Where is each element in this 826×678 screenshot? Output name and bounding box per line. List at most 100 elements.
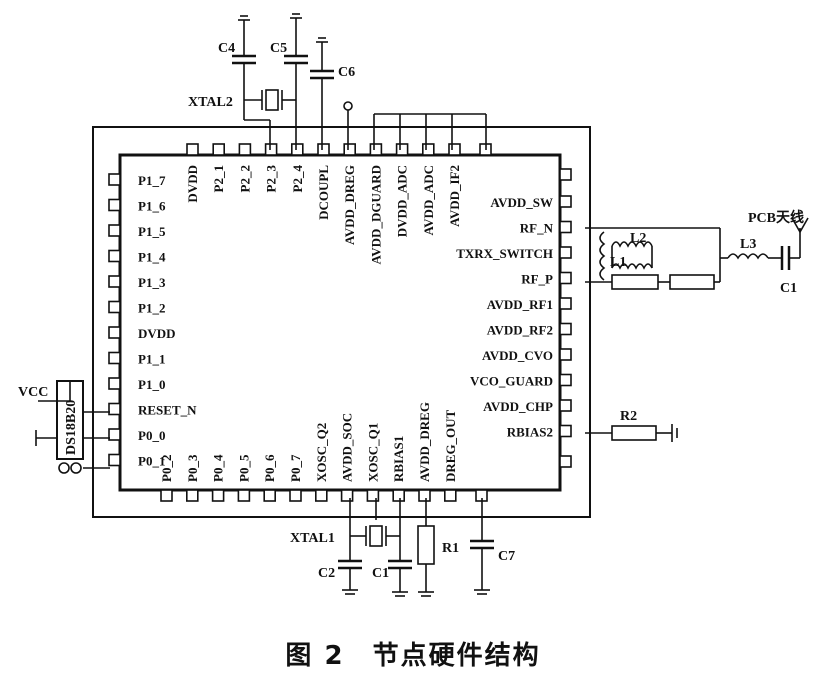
- label-xtal2: XTAL2: [188, 95, 233, 110]
- chip-pin-top: [212, 143, 225, 156]
- chip-pin-top: [395, 143, 409, 156]
- pin-label-right: AVDD_CVO: [482, 348, 553, 363]
- chip-pin-right: [559, 168, 572, 181]
- chip-pin-left: [108, 377, 121, 390]
- chip-pin-left: [108, 249, 121, 263]
- pin-label-bottom: XOSC_Q2: [314, 423, 329, 482]
- label-c1-bottom: C1: [372, 566, 389, 581]
- chip-pin-left: [108, 173, 121, 186]
- label-pcb-antenna: PCB天线: [748, 209, 804, 226]
- pin-label-bottom: P0_4: [211, 454, 226, 482]
- pin-label-left: P1_6: [138, 199, 166, 214]
- label-l3: L3: [740, 237, 756, 252]
- label-vcc: VCC: [18, 385, 48, 400]
- label-l2: L2: [630, 231, 646, 246]
- chip-pin-left: [108, 428, 121, 441]
- chip-pin-bottom: [263, 489, 277, 502]
- pin-label-bottom: DREG_OUT: [443, 409, 458, 482]
- pin-label-left: RESET_N: [138, 403, 197, 418]
- chip-pin-right: [559, 348, 572, 361]
- pin-label-right: AVDD_CHP: [483, 399, 553, 414]
- chip-pin-right: [559, 424, 572, 438]
- chip-pin-left: [108, 198, 121, 212]
- chip-pin-right: [559, 220, 572, 234]
- chip-pin-top: [448, 143, 461, 156]
- pin-label-left: P1_0: [138, 377, 165, 392]
- label-r2: R2: [620, 409, 637, 424]
- pin-label-left: DVDD: [138, 326, 176, 341]
- chip-pin-bottom: [392, 489, 406, 502]
- chip-pin-right: [559, 297, 572, 310]
- pin-label-left: P1_4: [138, 250, 166, 265]
- chip-pin-top: [421, 143, 435, 156]
- label-c7: C7: [498, 549, 515, 564]
- chip-pin-bottom: [340, 489, 354, 502]
- chip-pin-top: [238, 143, 252, 156]
- sensor-network: [35, 380, 110, 474]
- label-c4: C4: [218, 41, 235, 56]
- pin-label-top: DVDD_ADC: [395, 165, 410, 237]
- pin-label-top: P2_1: [211, 165, 226, 192]
- chip-pin-top: [290, 143, 304, 156]
- chip-pin-left: [108, 224, 121, 237]
- chip-pin-top: [186, 143, 199, 156]
- pin-label-left: P1_2: [138, 301, 165, 316]
- chip-pin-top: [264, 143, 278, 156]
- label-c2: C2: [318, 566, 335, 581]
- pin-label-right: TXRX_SWITCH: [456, 246, 553, 261]
- label-c6: C6: [338, 65, 355, 80]
- chip-pin-bottom: [314, 489, 328, 502]
- chip-pin-top: [369, 143, 383, 156]
- pin-label-left: P1_1: [138, 352, 165, 367]
- bottom-network: [338, 498, 590, 597]
- pin-label-bottom: RBIAS1: [391, 436, 406, 482]
- pin-label-bottom: P0_5: [236, 454, 251, 482]
- chip-pin-right: [559, 271, 572, 285]
- chip-pin-right: [559, 399, 572, 412]
- pin-label-right: AVDD_RF2: [487, 323, 553, 338]
- pin-label-left: P1_7: [138, 173, 166, 188]
- pin-label-top: DVDD: [185, 165, 200, 203]
- pin-label-top: AVDD_DREG: [342, 165, 357, 245]
- label-ds18b20: DS18B20: [64, 400, 79, 455]
- chip-pin-right: [559, 322, 572, 336]
- pin-label-top: AVDD_IF2: [447, 165, 462, 227]
- pin-label-top: P2_3: [264, 165, 279, 193]
- chip-pin-left: [108, 453, 121, 467]
- pin-label-top: AVDD_DGUARD: [368, 165, 383, 264]
- chip-pin-bottom: [237, 489, 251, 502]
- pin-label-right: AVDD_RF1: [487, 297, 553, 312]
- pin-label-bottom: XOSC_Q1: [365, 423, 380, 482]
- pin-label-right: AVDD_SW: [490, 195, 553, 210]
- pin-label-bottom: P0_3: [185, 454, 200, 482]
- chip-pin-bottom: [211, 489, 225, 502]
- pin-label-left: P0_1: [138, 454, 165, 469]
- pin-label-left: P0_0: [138, 428, 165, 443]
- pin-label-top: DCOUPL: [316, 165, 331, 220]
- label-c5: C5: [270, 41, 287, 56]
- ds18b20-body: [56, 380, 84, 460]
- label-l1: L1: [610, 255, 626, 270]
- pin-label-bottom: AVDD_SOC: [340, 413, 355, 482]
- chip-pin-bottom: [160, 489, 173, 502]
- pin-label-bottom: P0_6: [262, 454, 277, 482]
- pin-label-top: P2_2: [237, 165, 252, 192]
- pin-label-top: AVDD_ADC: [421, 165, 436, 236]
- chip-pin-bottom: [289, 489, 302, 502]
- chip-pin-right: [559, 373, 572, 387]
- pin-label-right: RBIAS2: [507, 425, 553, 440]
- chip-pin-left: [108, 300, 121, 314]
- chip-pin-bottom: [418, 489, 431, 502]
- chip-pin-left: [108, 326, 121, 339]
- pin-label-right: RF_P: [521, 272, 553, 287]
- chip-pin-bottom: [366, 489, 380, 502]
- pin-label-top: P2_4: [290, 165, 305, 193]
- label-r1: R1: [442, 541, 459, 556]
- chip-pin-bottom: [443, 489, 457, 502]
- chip-pin-top: [343, 143, 357, 156]
- chip-pin-left: [108, 351, 121, 365]
- label-c-antenna: C1: [780, 281, 797, 296]
- chip-pin-top: [317, 143, 330, 156]
- figure-caption: 图 2 节点硬件结构: [285, 640, 540, 671]
